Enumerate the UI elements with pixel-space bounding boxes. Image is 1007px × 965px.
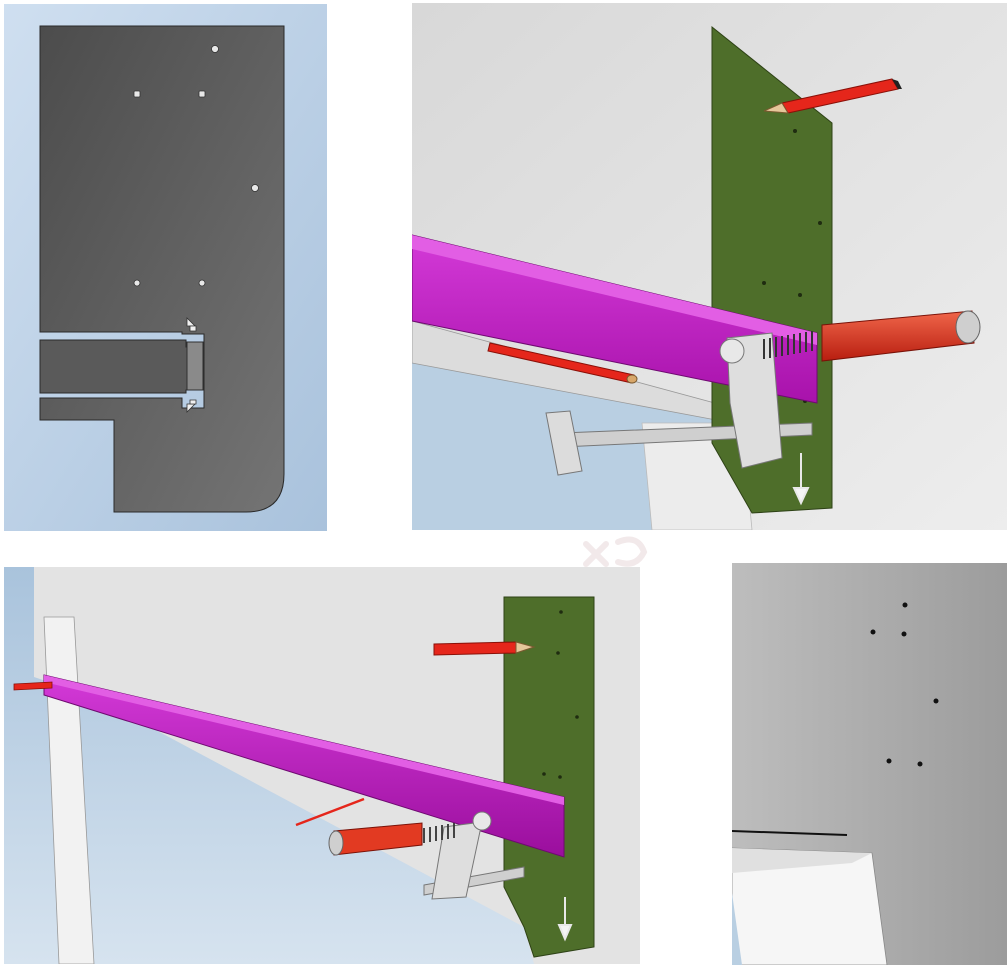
- pencil-left: [13, 681, 53, 691]
- board-top: [732, 847, 888, 965]
- template-plate: [39, 25, 285, 513]
- rail-top-face: [412, 235, 817, 345]
- clamp-and-pencil-closeup: [412, 3, 1007, 530]
- pencil-lower: [487, 342, 638, 384]
- plate-holes: [542, 610, 579, 779]
- clamp-spring: [763, 331, 813, 359]
- board-edge: [732, 848, 872, 873]
- clamp-lower-jaw: [545, 410, 583, 476]
- plate-holes: [762, 129, 822, 403]
- pencil-line: [732, 830, 848, 836]
- result-drawing: [732, 563, 1007, 965]
- clamp-jaw: [431, 821, 483, 900]
- closeup-drawing: [412, 3, 1007, 530]
- clamp-pad: [719, 338, 745, 364]
- drill-holes: [133, 45, 259, 287]
- template-plate-green: [503, 596, 595, 958]
- clamp-handle: [821, 310, 981, 362]
- slot-insert: [186, 341, 204, 391]
- sky-corner: [732, 893, 742, 965]
- arrow-down-icon: [557, 897, 573, 942]
- pencil-top: [433, 641, 536, 656]
- full-assembly-view: [4, 567, 640, 964]
- clamp-handle: [328, 822, 423, 856]
- clamp-pad: [472, 811, 492, 831]
- template-plate-flat-view: [4, 4, 327, 531]
- rail-top-face: [44, 675, 564, 805]
- pencil-top: [763, 78, 902, 114]
- clamp-spring: [423, 823, 455, 843]
- clamp-upper-jaw: [726, 332, 783, 469]
- marked-holes-result: [732, 563, 1007, 965]
- arrow-marker-icon: [186, 317, 197, 413]
- watermark-icon: [583, 536, 648, 567]
- plate-flat-drawing: [4, 4, 327, 531]
- marked-points: [870, 602, 939, 767]
- assembly-drawing: [4, 567, 640, 964]
- pencil-lower: [295, 797, 365, 827]
- left-post: [43, 616, 95, 964]
- arrow-down-icon: [792, 453, 810, 506]
- plate-tongue: [39, 339, 205, 394]
